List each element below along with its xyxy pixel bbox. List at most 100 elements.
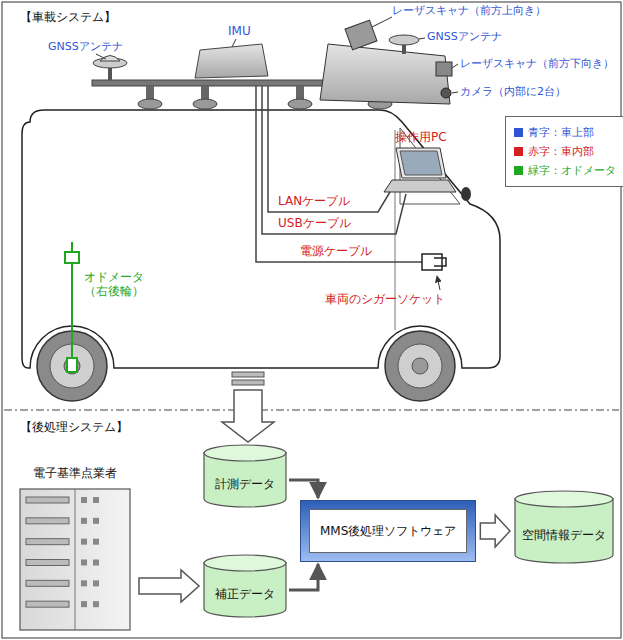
cable xyxy=(268,86,390,212)
legend-text: 緑字：オドメータ xyxy=(528,161,616,180)
odometer xyxy=(65,242,79,372)
data-cylinder: 空間情報データ xyxy=(514,490,614,564)
legend-box: 青字：車上部赤字：車内部緑字：オドメータ xyxy=(505,116,623,187)
gnss-antenna xyxy=(100,56,120,62)
cylinder-outline xyxy=(203,444,287,508)
wheel xyxy=(385,331,455,401)
server-led xyxy=(81,497,87,503)
leader-line xyxy=(452,92,458,93)
sensor-head xyxy=(436,62,452,76)
part-label: GNSSアンテナ xyxy=(48,40,123,54)
part-label: 操作用PC xyxy=(395,130,447,144)
server-slot xyxy=(26,580,69,586)
data-cylinder: 計測データ xyxy=(203,444,287,508)
legend-entry: 赤字：車内部 xyxy=(514,142,616,161)
legend-swatch xyxy=(514,128,523,137)
server-led xyxy=(81,518,87,524)
roof-rack xyxy=(296,86,304,100)
leader-line xyxy=(232,39,236,47)
roof-rack xyxy=(138,99,162,109)
legend-entry: 緑字：オドメータ xyxy=(514,161,616,180)
part-label: IMU xyxy=(228,24,251,38)
cylinder-top xyxy=(204,445,286,461)
flow-arrow xyxy=(289,480,318,498)
leader-line xyxy=(452,64,458,68)
data-transfer-arrow xyxy=(232,380,264,385)
server-led xyxy=(81,539,87,545)
cable xyxy=(262,86,406,234)
cigar-socket xyxy=(422,254,446,290)
sensor-head xyxy=(320,44,450,104)
server-drawing xyxy=(15,466,135,632)
data-transfer-arrow xyxy=(222,372,274,442)
laptop xyxy=(384,148,471,201)
imu-unit xyxy=(195,44,268,78)
legend-swatch xyxy=(514,166,523,175)
part-label: オドメータ（右後輪） xyxy=(84,270,148,298)
roof-rack xyxy=(201,86,209,100)
node-text: 補正データ xyxy=(215,587,275,602)
node-text: 計測データ xyxy=(215,477,275,492)
server-slot xyxy=(26,497,69,503)
server-led xyxy=(93,497,99,503)
cable-label: 電源ケーブル xyxy=(300,244,372,258)
separator xyxy=(4,410,619,411)
wheel xyxy=(398,344,442,388)
laptop xyxy=(400,151,442,175)
wheel xyxy=(64,358,80,374)
server-led xyxy=(93,539,99,545)
laptop xyxy=(461,187,471,201)
leader-line xyxy=(96,17,458,93)
cylinder-outline xyxy=(203,554,287,618)
odometer xyxy=(65,252,79,263)
legend-swatch xyxy=(514,147,523,156)
part-label: レーザスキャナ（前方上向き） xyxy=(392,4,546,18)
roof-rack xyxy=(288,99,312,109)
data-transfer-arrow xyxy=(222,390,274,442)
cable-label: USBケーブル xyxy=(278,216,351,230)
block-arrow xyxy=(480,515,510,547)
server-led xyxy=(81,580,87,586)
van-body xyxy=(22,110,500,368)
cylinder-top xyxy=(204,555,286,571)
laptop xyxy=(396,148,446,178)
server-led xyxy=(81,560,87,566)
legend-text: 青字：車上部 xyxy=(528,123,594,142)
node-text: 電子基準点業者 xyxy=(33,466,117,481)
part-label: 車両のシガーソケット xyxy=(325,292,445,306)
laptop xyxy=(384,180,456,192)
odometer xyxy=(67,358,77,372)
node-text: MMS後処理ソフトウェア xyxy=(309,509,467,553)
server-slot xyxy=(26,560,69,566)
node-text: 空間情報データ xyxy=(522,528,606,543)
imu-unit xyxy=(195,44,268,78)
section-heading: 【車載システム】 xyxy=(20,10,116,24)
part-label: カメラ（内部に2台） xyxy=(460,85,566,99)
cigar-socket xyxy=(422,254,442,270)
server-led xyxy=(93,518,99,524)
cylinder-top xyxy=(515,491,613,507)
cylinder-body xyxy=(515,498,613,563)
legend-text: 赤字：車内部 xyxy=(528,142,594,161)
cigar-socket xyxy=(434,258,446,266)
legend-entry: 青字：車上部 xyxy=(514,123,616,142)
part-label: GNSSアンテナ xyxy=(427,30,502,44)
server-slot xyxy=(26,518,69,524)
van-body xyxy=(22,110,500,368)
flow-arrow xyxy=(289,564,318,590)
leader-line xyxy=(96,54,106,59)
block-arrow xyxy=(139,570,199,602)
section-heading: 【後処理システム】 xyxy=(20,420,128,434)
server-divider xyxy=(75,489,76,630)
data-transfer-arrow xyxy=(232,372,264,377)
sensor-head xyxy=(389,35,419,45)
server-led xyxy=(81,601,87,607)
wheel xyxy=(412,358,428,374)
gnss-antenna xyxy=(93,56,127,81)
cable xyxy=(256,86,422,262)
part-label: レーザスキャナ（前方下向き） xyxy=(460,57,614,71)
server-led xyxy=(93,580,99,586)
